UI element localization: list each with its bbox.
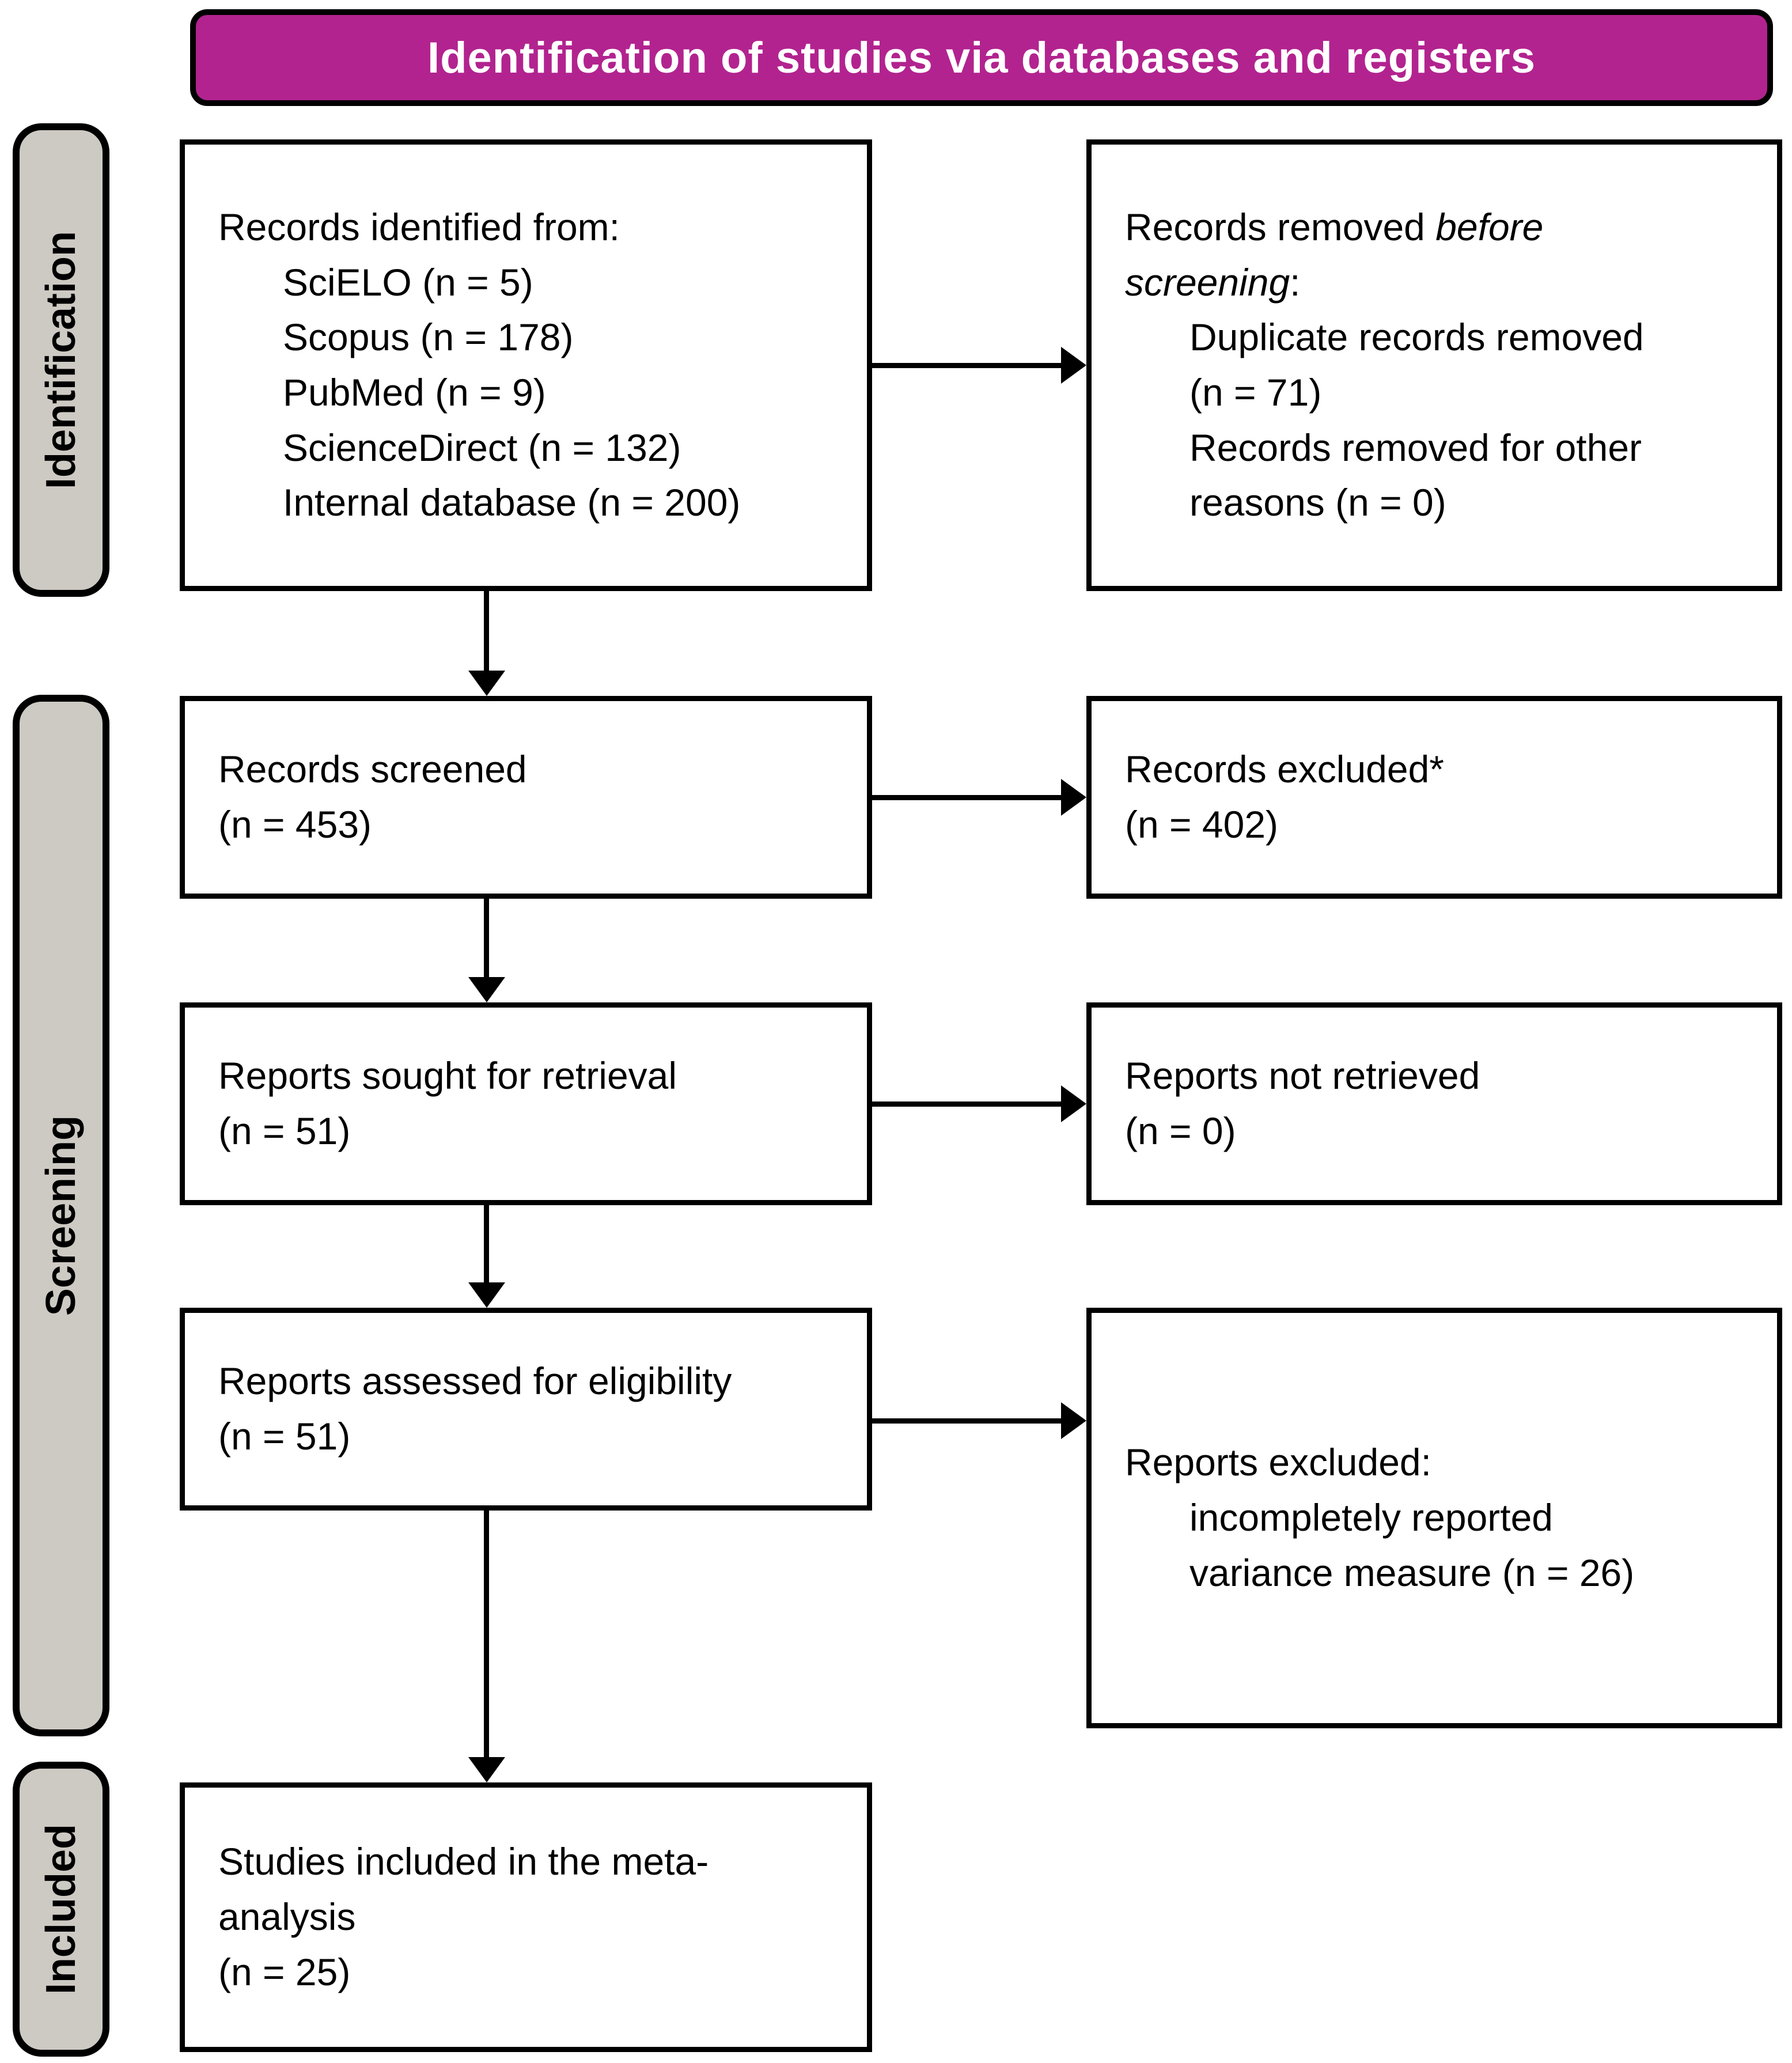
records-identified-item: PubMed (n = 9) [283, 371, 546, 414]
records-removed-intro-italic: before screening [1125, 205, 1544, 304]
studies-included-text: Studies included in the meta- analysis (… [218, 1840, 709, 1993]
arrow-head-down-icon [468, 1282, 505, 1308]
arrow-line [484, 591, 489, 671]
reports-not-retrieved-box: Reports not retrieved (n = 0) [1086, 1002, 1782, 1205]
stage-label-screening-text: Screening [38, 1115, 84, 1316]
arrow-head-right-icon [1061, 1085, 1086, 1122]
reports-assessed-text: Reports assessed for eligibility (n = 51… [218, 1360, 732, 1458]
arrow-line [872, 1418, 1061, 1424]
reports-excluded-item: incompletely reported variance measure (… [1189, 1496, 1635, 1594]
header-title: Identification of studies via databases … [427, 33, 1536, 82]
arrow-line [872, 363, 1061, 368]
records-screened-text: Records screened (n = 453) [218, 748, 527, 846]
reports-assessed-box: Reports assessed for eligibility (n = 51… [180, 1308, 872, 1511]
records-excluded-box: Records excluded* (n = 402) [1086, 696, 1782, 899]
records-removed-item: Records removed for other reasons (n = 0… [1189, 426, 1642, 524]
records-removed-box: Records removed before screening: Duplic… [1086, 139, 1782, 591]
stage-label-included: Included [13, 1762, 109, 2057]
stage-label-screening: Screening [13, 695, 109, 1736]
arrow-head-down-icon [468, 1757, 505, 1782]
stage-label-identification-text: Identification [38, 231, 84, 489]
arrow-line [484, 899, 489, 977]
records-identified-box: Records identified from: SciELO (n = 5) … [180, 139, 872, 591]
arrow-head-right-icon [1061, 347, 1086, 384]
reports-excluded-box: Reports excluded: incompletely reported … [1086, 1308, 1782, 1728]
arrow-head-right-icon [1061, 779, 1086, 816]
arrow-head-down-icon [468, 977, 505, 1002]
arrow-line [872, 795, 1061, 800]
arrow-line [872, 1101, 1061, 1107]
arrow-line [484, 1205, 489, 1282]
records-excluded-text: Records excluded* (n = 402) [1125, 748, 1444, 846]
arrow-head-down-icon [468, 671, 505, 696]
reports-sought-box: Reports sought for retrieval (n = 51) [180, 1002, 872, 1205]
arrow-line [484, 1511, 489, 1757]
stage-label-included-text: Included [38, 1823, 85, 1995]
records-identified-intro: Records identified from: [218, 205, 620, 248]
arrow-head-right-icon [1061, 1402, 1086, 1439]
records-identified-item: Internal database (n = 200) [283, 481, 741, 524]
records-screened-box: Records screened (n = 453) [180, 696, 872, 899]
records-removed-item: Duplicate records removed (n = 71) [1189, 316, 1644, 414]
reports-sought-text: Reports sought for retrieval (n = 51) [218, 1054, 677, 1152]
records-removed-intro: Records removed before screening: [1125, 205, 1544, 304]
reports-excluded-intro: Reports excluded: [1125, 1441, 1431, 1484]
header-banner: Identification of studies via databases … [190, 9, 1773, 106]
reports-not-retrieved-text: Reports not retrieved (n = 0) [1125, 1054, 1480, 1152]
stage-label-identification: Identification [13, 123, 109, 597]
studies-included-box: Studies included in the meta- analysis (… [180, 1782, 872, 2052]
records-identified-item: Scopus (n = 178) [283, 316, 574, 359]
records-identified-item: ScienceDirect (n = 132) [283, 426, 681, 469]
records-identified-item: SciELO (n = 5) [283, 260, 533, 304]
